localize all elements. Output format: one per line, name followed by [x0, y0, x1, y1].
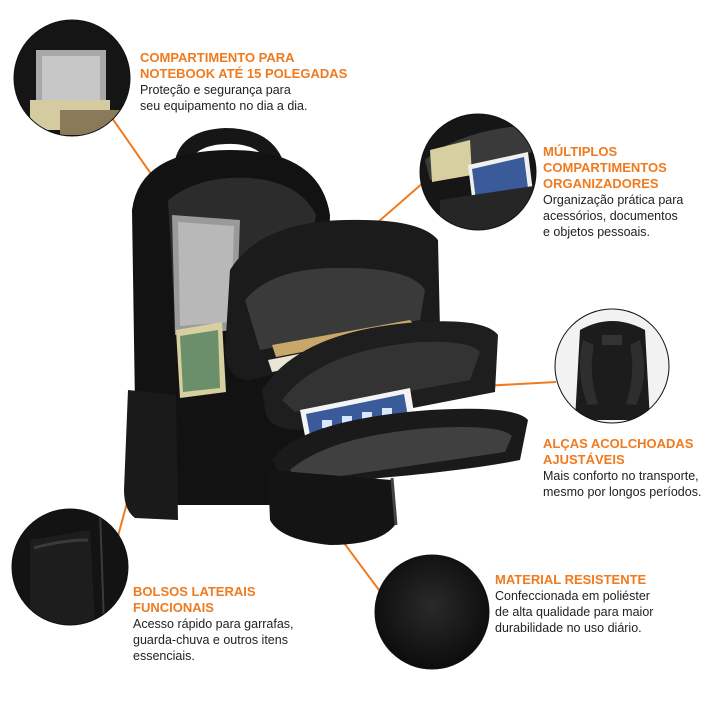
callout-compartments-title-line3: ORGANIZADORES: [543, 176, 659, 191]
callout-notebook-desc-line1: Proteção e segurança para: [140, 83, 291, 97]
callout-compartments-title-line2: COMPARTIMENTOS: [543, 160, 667, 175]
callout-notebook: COMPARTIMENTO PARA NOTEBOOK ATÉ 15 POLEG…: [140, 50, 347, 114]
callout-side-pockets-desc-line1: Acesso rápido para garrafas,: [133, 617, 294, 631]
detail-circle-material: [374, 554, 490, 670]
callout-compartments-title-line1: MÚLTIPLOS: [543, 144, 618, 159]
callout-side-pockets-desc-line2: guarda-chuva e outros itens: [133, 633, 288, 647]
callout-straps-title-line1: ALÇAS ACOLCHOADAS: [543, 436, 694, 451]
callout-straps: ALÇAS ACOLCHOADAS AJUSTÁVEIS Mais confor…: [543, 436, 701, 500]
callout-side-pockets-title-line1: BOLSOS LATERAIS: [133, 584, 256, 599]
callout-compartments: MÚLTIPLOS COMPARTIMENTOS ORGANIZADORES O…: [543, 144, 683, 240]
callout-material: MATERIAL RESISTENTE Confeccionada em pol…: [495, 572, 653, 636]
callout-material-desc-line2: de alta qualidade para maior: [495, 605, 654, 619]
callout-straps-desc-line2: mesmo por longos períodos.: [543, 485, 702, 499]
detail-circle-notebook: [13, 19, 131, 137]
callout-material-desc-line3: durabilidade no uso diário.: [495, 621, 642, 635]
callout-side-pockets: BOLSOS LATERAIS FUNCIONAIS Acesso rápido…: [133, 584, 294, 664]
callout-side-pockets-desc-line3: essenciais.: [133, 649, 195, 663]
detail-circle-compartments: [419, 113, 537, 231]
callout-compartments-desc-line2: acessórios, documentos: [543, 209, 678, 223]
callout-notebook-title-line2: NOTEBOOK ATÉ 15 POLEGADAS: [140, 66, 348, 81]
callout-straps-desc-line1: Mais conforto no transporte,: [543, 469, 699, 483]
detail-circle-straps: [554, 308, 670, 424]
callout-side-pockets-title-line2: FUNCIONAIS: [133, 600, 214, 615]
callout-straps-title-line2: AJUSTÁVEIS: [543, 452, 625, 467]
callout-material-desc-line1: Confeccionada em poliéster: [495, 589, 650, 603]
callout-compartments-desc-line1: Organização prática para: [543, 193, 684, 207]
backpack: [124, 128, 528, 545]
callout-notebook-desc-line2: seu equipamento no dia a dia.: [140, 99, 308, 113]
callout-compartments-desc-line3: e objetos pessoais.: [543, 225, 651, 239]
callout-material-title-line1: MATERIAL RESISTENTE: [495, 572, 647, 587]
detail-circle-side-pockets: [11, 508, 129, 626]
callout-notebook-title-line1: COMPARTIMENTO PARA: [140, 50, 295, 65]
